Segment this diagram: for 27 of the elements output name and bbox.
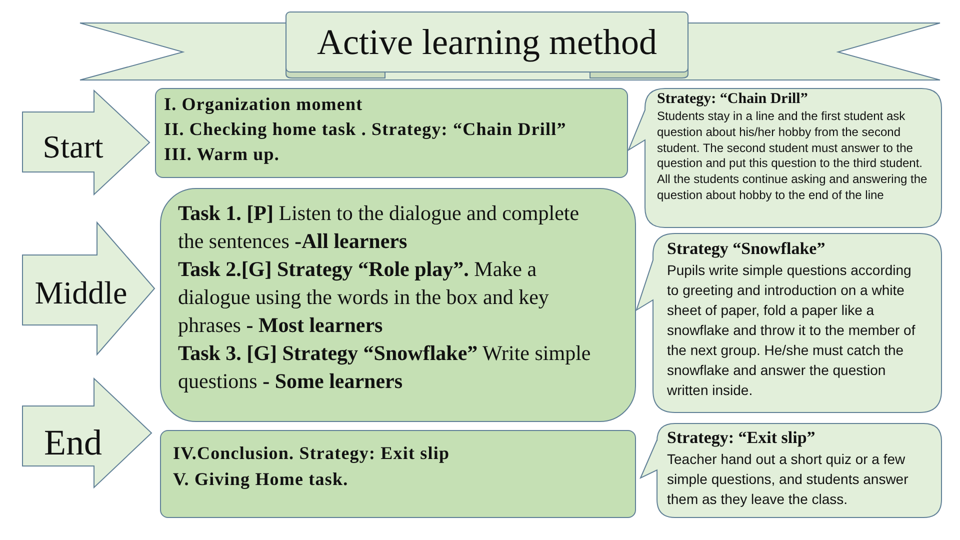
- lesson-step-card: [160, 430, 636, 518]
- callout-heading: Strategy: “Chain Drill”: [657, 90, 808, 109]
- callout-bubble: [628, 88, 942, 228]
- task-text: Task 2.[G] Strategy “Role play”. Make a dialogue using the words in the box and key phrases - Most learners: [178, 256, 550, 339]
- list-item: III. Warm up.: [164, 143, 280, 166]
- lesson-step-card: [160, 188, 636, 422]
- callout-text: Teacher hand out a short quiz or a few simple questions, and students answer them as they leave the class.: [667, 450, 910, 509]
- lesson-step-card: [155, 88, 628, 178]
- callout-bubble: [640, 423, 942, 518]
- list-item: I. Organization moment: [164, 93, 363, 116]
- list-item: V. Giving Home task.: [173, 468, 348, 491]
- callout-bubble: [636, 233, 942, 413]
- stage-label: End: [44, 422, 102, 464]
- callout-heading: Strategy “Snowflake”: [667, 238, 826, 260]
- list-item: IV.Conclusion. Strategy: Exit slip: [173, 442, 450, 465]
- task-text: Task 1. [P] Listen to the dialogue and complete the sentences -All learners: [178, 200, 580, 255]
- list-item: II. Checking home task . Strategy: “Chain Drill”: [164, 118, 566, 141]
- stage-marker: [22, 378, 152, 488]
- task-text: Task 3. [G] Strategy “Snowflake” Write simple questions - Some learners: [178, 340, 592, 395]
- callout-heading: Strategy: “Exit slip”: [667, 427, 816, 449]
- stage-label: Start: [42, 128, 104, 166]
- callout-text: Students stay in a line and the first student ask question about his/her hobby from the second student. The second student must answer to the question and put this question to the third student. All the students continue asking and answering the question about hobby to the end of the line: [657, 109, 928, 204]
- stage-marker: [22, 222, 155, 355]
- title: Active learning method: [317, 21, 657, 63]
- stage-marker: [22, 90, 150, 195]
- stage-label: Middle: [34, 274, 128, 312]
- callout-text: Pupils write simple questions according to greeting and introduction on a white sheet of paper, fold a paper like a snowflake and throw it to the member of the next group. He/she must catch the snowflake and answer the question written inside.: [667, 261, 916, 400]
